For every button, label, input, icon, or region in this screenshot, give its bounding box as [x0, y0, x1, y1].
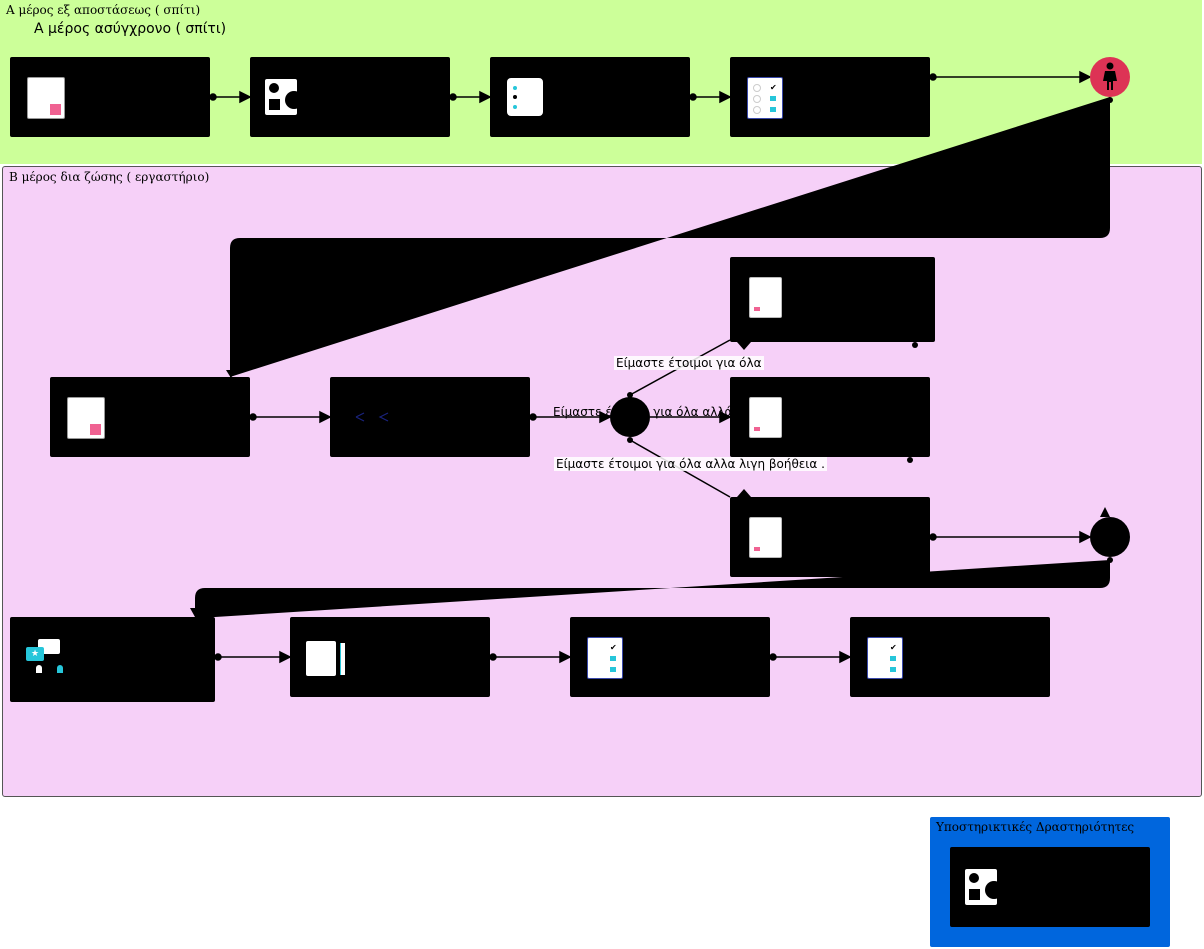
activity-node-c1[interactable]: ★	[10, 617, 215, 702]
merge-node	[1090, 517, 1130, 557]
activity-node-b-bottom[interactable]	[730, 497, 930, 577]
activity-node-a2[interactable]	[250, 57, 450, 137]
activity-node-c4[interactable]: ✔	[850, 617, 1050, 697]
connector-lower-band	[195, 560, 1110, 617]
person-icon	[1103, 62, 1117, 90]
activity-node-b-top[interactable]	[730, 257, 935, 342]
document-icon	[749, 397, 782, 438]
document-icon	[749, 517, 782, 558]
edge-label-ready-but: Είμαστε έτοιμοι για όλα αλλά	[553, 405, 733, 419]
region-support-title: Υποστηρικτικές Δραστηριότητες	[936, 820, 1135, 834]
discussion-icon: ★	[26, 637, 76, 677]
region-part-b-title: Β μέρος δια ζώσης ( εργαστήριο)	[9, 170, 210, 184]
activity-node-a1[interactable]	[10, 57, 210, 137]
activity-node-b2[interactable]	[330, 377, 530, 457]
activity-node-c3[interactable]: ✔	[570, 617, 770, 697]
connector-big-band	[230, 97, 1110, 377]
start-node[interactable]	[1090, 57, 1130, 97]
document-icon	[67, 397, 105, 439]
checklist-icon: ✔	[747, 77, 783, 119]
activity-node-b1[interactable]	[50, 377, 250, 457]
region-part-a-subtitle: Α μέρος ασύγχρονο ( σπίτι)	[34, 21, 227, 37]
shapes-icon	[965, 869, 1003, 905]
checklist-icon: ✔	[867, 637, 903, 679]
activity-node-a3[interactable]	[490, 57, 690, 137]
checklist-icon: ✔	[587, 637, 623, 679]
list-icon	[507, 78, 543, 116]
support-activity-node[interactable]	[950, 847, 1150, 927]
code-brackets-icon	[355, 412, 389, 422]
edge-label-ready-little-help: Είμαστε έτοιμοι για όλα αλλα λιγη βοήθει…	[554, 457, 827, 471]
decision-node	[610, 397, 650, 437]
region-part-a-title: Α μέρος εξ αποστάσεως ( σπίτι)	[6, 3, 201, 17]
activity-node-a4[interactable]: ✔	[730, 57, 930, 137]
edge-label-ready-all: Είμαστε έτοιμοι για όλα	[614, 356, 764, 370]
activity-node-b-mid[interactable]	[730, 377, 930, 457]
shapes-icon	[265, 79, 303, 115]
document-icon	[27, 77, 65, 119]
document-icon	[749, 277, 782, 318]
activity-node-c2[interactable]	[290, 617, 490, 697]
notepad-pencil-icon	[306, 641, 346, 677]
